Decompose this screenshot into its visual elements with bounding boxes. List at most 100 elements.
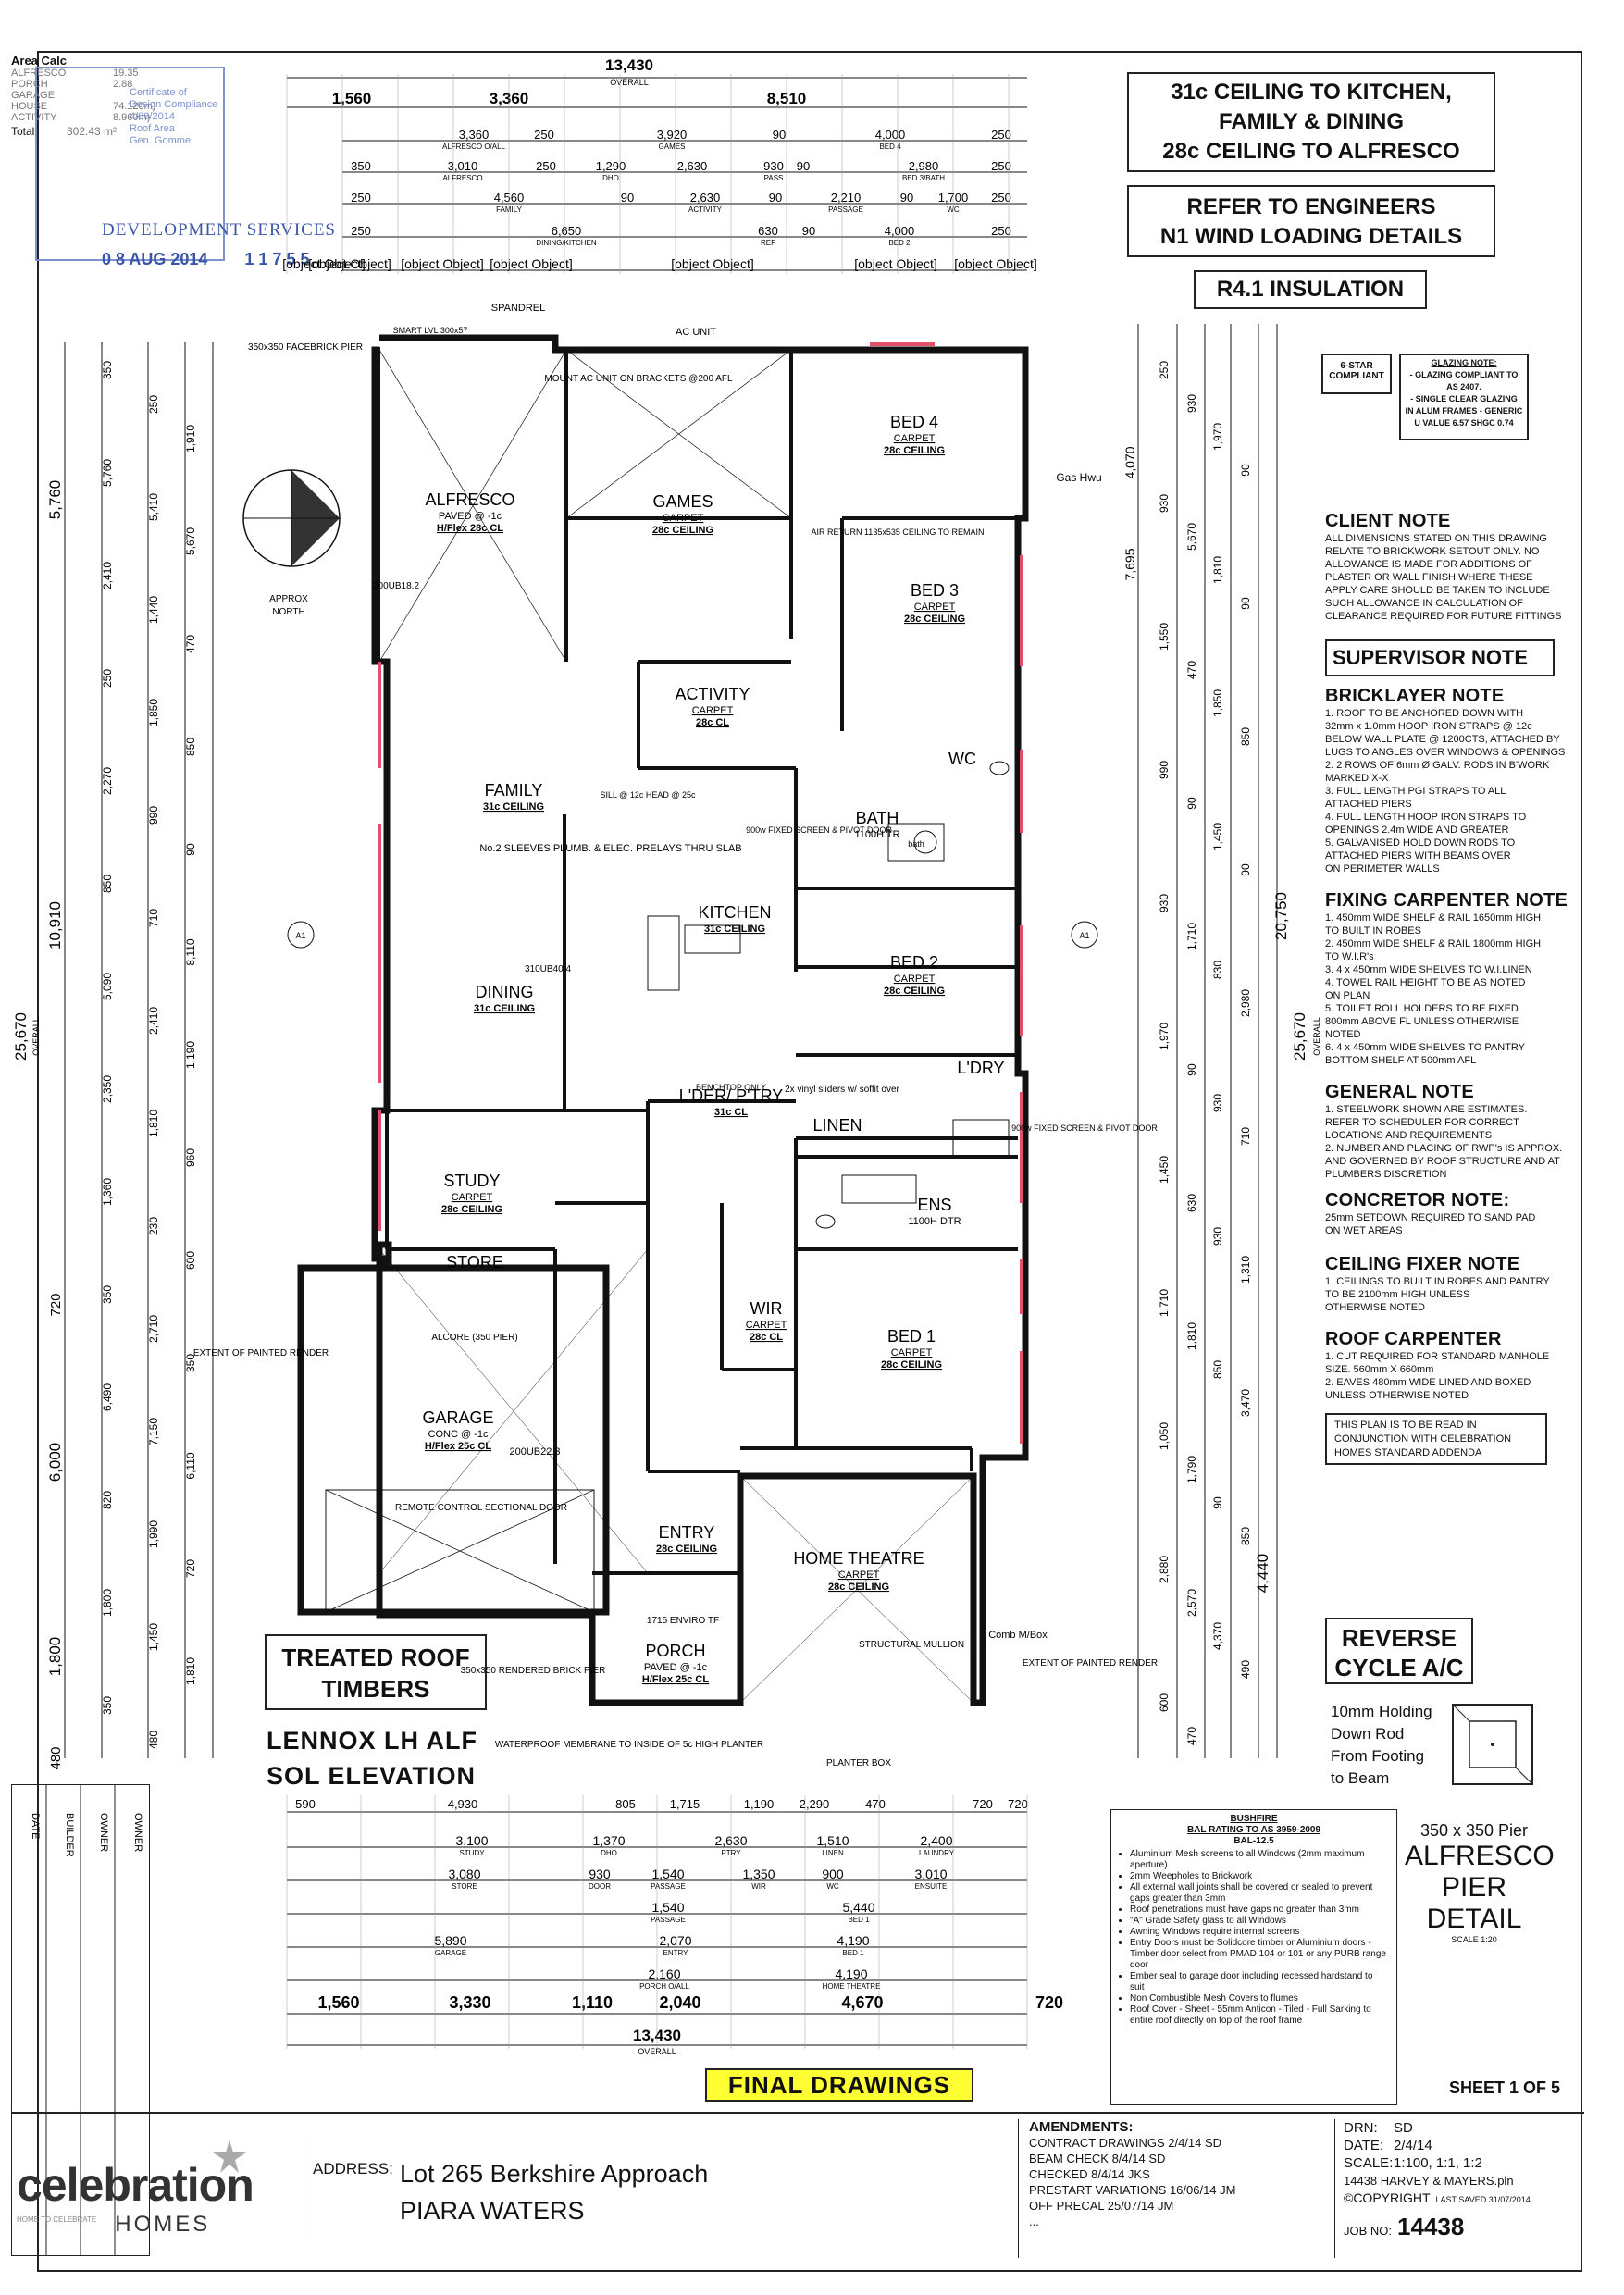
ceiling-fixer-note-body: 1. CEILINGS TO BUILT IN ROBES AND PANTRY… bbox=[1325, 1276, 1550, 1313]
area-total-value: 302.43 m² bbox=[67, 125, 118, 138]
roof-carpenter-note-body: 1. CUT REQUIRED FOR STANDARD MANHOLE SIZ… bbox=[1325, 1351, 1550, 1401]
toilet-icon bbox=[815, 1214, 836, 1229]
amendments-list: CONTRACT DRAWINGS 2/4/14 SD BEAM CHECK 8/… bbox=[1029, 2135, 1334, 2229]
dim-left-value: 2,710 bbox=[147, 1315, 160, 1343]
dim-bottom-value: 1,350 bbox=[742, 1867, 775, 1881]
plan-annotation: 2x vinyl sliders w/ soffit over bbox=[785, 1085, 899, 1095]
plan-annotation: REMOTE CONTROL SECTIONAL DOOR bbox=[395, 1503, 567, 1513]
room-name: BED 4 bbox=[890, 413, 938, 431]
dim-left-value: 350 bbox=[101, 1696, 114, 1715]
title-block: celebration HOME TO CELEBRATE HOMES ADDR… bbox=[11, 2112, 1584, 2262]
room-name: LINEN bbox=[812, 1116, 862, 1135]
dim-left-value: 960 bbox=[184, 1148, 197, 1167]
dev-stamp-date: 0 8 AUG 2014 bbox=[102, 250, 208, 268]
glazing-line: - GLAZING COMPLIANT TO bbox=[1409, 370, 1519, 379]
supervisor-note-title: SUPERVISOR NOTE bbox=[1333, 646, 1529, 669]
scale-label: SCALE: bbox=[1344, 2155, 1394, 2171]
scale-value: 1:100, 1:1, 1:2 bbox=[1394, 2155, 1482, 2171]
area-row-value: 8.960m) bbox=[113, 112, 151, 123]
room-detail: H/Flex 25c CL bbox=[642, 1674, 709, 1685]
bath-label: bath bbox=[908, 839, 924, 849]
dim-bottom-value: 930 bbox=[589, 1867, 611, 1881]
strip-owner1: OWNER bbox=[98, 1813, 109, 1852]
sheet-number: SHEET 1 OF 5 bbox=[1449, 2078, 1560, 2098]
amendment-item: CHECKED 8/4/14 JKS bbox=[1029, 2167, 1150, 2181]
pier-detail-drawing bbox=[1452, 1704, 1533, 1785]
plan-annotation: WATERPROOF MEMBRANE TO INSIDE OF 5c HIGH… bbox=[495, 1740, 763, 1750]
room-detail: 28c CL bbox=[750, 1332, 783, 1343]
dim-value: 250 bbox=[534, 128, 554, 142]
dim-value: 90 bbox=[773, 128, 786, 142]
dim-left-value: 230 bbox=[147, 1217, 160, 1235]
dim-bottom-top: 720 bbox=[973, 1797, 993, 1811]
hold-down-note: 10mm Holding Down Rod From Footing to Be… bbox=[1331, 1701, 1442, 1790]
dim-bottom-value: 1,510 bbox=[816, 1833, 849, 1848]
dim-right-value: 850 bbox=[1211, 1360, 1224, 1379]
sheet-number-text: SHEET 1 OF 5 bbox=[1449, 2078, 1561, 2097]
area-total-label: Total bbox=[11, 125, 35, 138]
plan-annotation: 200UB22.3 bbox=[509, 1446, 560, 1458]
dim-value: [object Object] bbox=[671, 256, 754, 271]
address-line-1: Lot 265 Berkshire Approach bbox=[400, 2160, 709, 2188]
room-name: STORE bbox=[446, 1253, 503, 1272]
room-name: GAMES bbox=[652, 492, 713, 511]
dim-left-2: 10,910 bbox=[46, 901, 64, 949]
hold-down-line-2: Down Rod bbox=[1331, 1725, 1405, 1743]
bushfire-item: Entry Doors must be Solidcore timber or … bbox=[1130, 1938, 1389, 1971]
six-star-box: 6-STAR COMPLIANT bbox=[1321, 354, 1392, 394]
plan-annotation: PLANTER BOX bbox=[826, 1758, 891, 1768]
room-detail: 31c CL bbox=[714, 1107, 748, 1118]
amendment-item: CONTRACT DRAWINGS 2/4/14 SD bbox=[1029, 2136, 1222, 2150]
dev-stamp-title: DEVELOPMENT SERVICES bbox=[102, 220, 337, 240]
room-detail: 1100H TR bbox=[854, 829, 899, 840]
glazing-line: IN ALUM FRAMES - GENERIC bbox=[1405, 406, 1523, 416]
dim-left-value: 480 bbox=[147, 1731, 160, 1749]
dim-bottom-label: HOME THEATRE bbox=[823, 1982, 881, 1991]
room-detail: PAVED @ -1c bbox=[644, 1662, 708, 1673]
elevation-line-2: SOL ELEVATION bbox=[267, 1762, 477, 1790]
room-name: WIR bbox=[750, 1299, 783, 1318]
room-detail: 1100H DTR bbox=[908, 1216, 961, 1227]
dim-right-overall: 25,670 bbox=[1291, 1012, 1308, 1061]
dim-left-value: 720 bbox=[184, 1559, 197, 1578]
dim-room-label: DHO bbox=[602, 174, 619, 182]
plan-annotation: ALCORE (350 PIER) bbox=[431, 1333, 517, 1343]
dim-room-label: FAMILY bbox=[496, 205, 523, 214]
dim-room-label: PASSAGE bbox=[828, 205, 863, 214]
plan-annotation: AC UNIT bbox=[676, 327, 716, 338]
pier-scale: SCALE 1:20 bbox=[1451, 1935, 1497, 1944]
dev-stamp-number: 1 1 7 5 5 bbox=[244, 250, 310, 268]
dim-right-value: 1,810 bbox=[1185, 1322, 1198, 1350]
dim-value: [object Object] bbox=[954, 256, 1037, 271]
dim-left-4: 1,800 bbox=[46, 1637, 64, 1677]
dim-right-value: 1,450 bbox=[1158, 1156, 1171, 1184]
shower-icon bbox=[913, 830, 937, 854]
garage-wall bbox=[297, 1264, 610, 1616]
dim-right-value: 600 bbox=[1158, 1693, 1171, 1712]
ceiling-height-box: 31c CEILING TO KITCHEN, FAMILY & DINING … bbox=[1127, 72, 1495, 172]
area-row-value: 2.88 bbox=[113, 79, 133, 90]
amendment-item: BEAM CHECK 8/4/14 SD bbox=[1029, 2152, 1166, 2165]
dim-left-value: 990 bbox=[147, 806, 160, 825]
plan-annotation: Gas Hwu bbox=[1056, 471, 1101, 484]
dim-right-value: 90 bbox=[1239, 464, 1252, 477]
dim-left-value: 1,990 bbox=[147, 1520, 160, 1548]
bushfire-item: Roof penetrations must have gaps no grea… bbox=[1130, 1904, 1389, 1916]
room-name: BED 2 bbox=[890, 953, 938, 972]
room-detail: 28c CEILING bbox=[904, 614, 965, 625]
area-row-label: ALFRESCO bbox=[11, 68, 67, 79]
concretor-note-title: CONCRETOR NOTE: bbox=[1325, 1190, 1510, 1210]
room-name: ENS bbox=[917, 1196, 951, 1214]
dim-right-value: 630 bbox=[1185, 1194, 1198, 1212]
dim-bottom-main: 1,560 bbox=[317, 1993, 359, 2012]
section-marker-label: A1 bbox=[295, 931, 305, 940]
exterior-wall bbox=[371, 334, 1029, 1706]
dim-value: 250 bbox=[991, 224, 1011, 238]
brand-logo: celebration HOME TO CELEBRATE HOMES bbox=[17, 2132, 304, 2243]
dim-right-value: 1,710 bbox=[1185, 923, 1198, 950]
dim-left-value: 5,090 bbox=[101, 973, 114, 1000]
dim-left-value: 1,800 bbox=[101, 1589, 114, 1617]
dim-bottom-label: WIR bbox=[751, 1882, 766, 1891]
